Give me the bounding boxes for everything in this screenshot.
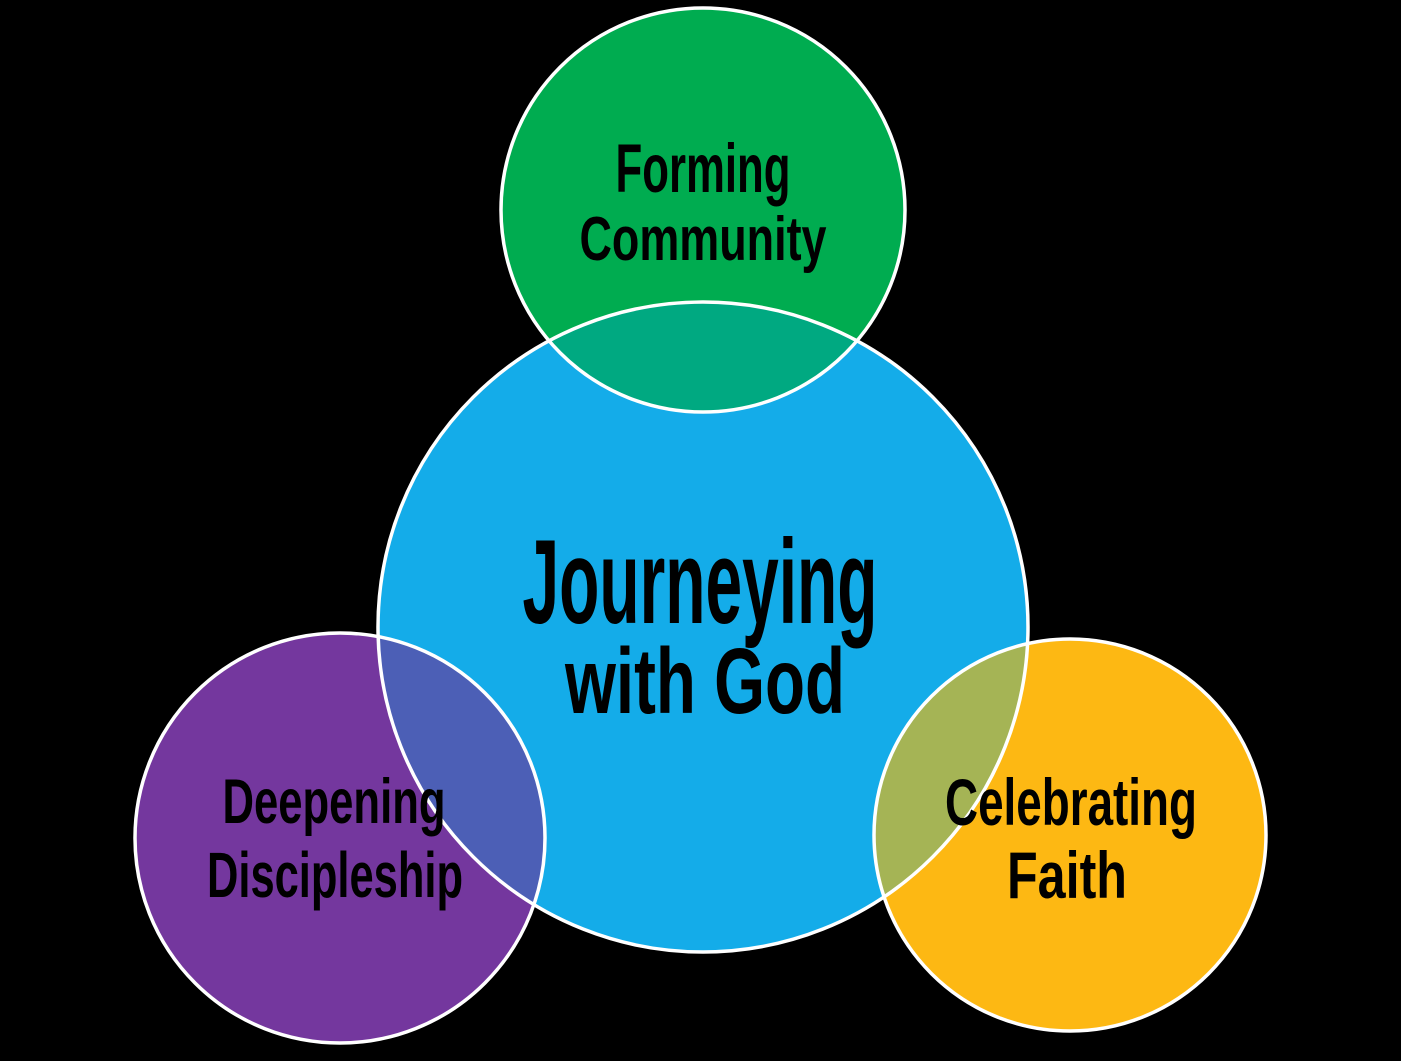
label-deepening-line1: Deepening (223, 767, 446, 837)
labels: Forming Community Journeying with God De… (207, 130, 1197, 912)
label-celebrating-line2: Faith (1007, 838, 1127, 912)
label-deepening-line2: Discipleship (207, 839, 463, 911)
outline-celebrating (872, 637, 1268, 1033)
circle-outlines (133, 6, 1268, 1045)
label-celebrating-line1: Celebrating (945, 765, 1197, 839)
outline-journeying (376, 300, 1030, 954)
outline-forming (499, 6, 907, 414)
label-forming-line2: Community (580, 205, 827, 274)
label-journeying-line2: with God (564, 629, 845, 733)
outline-deepening (133, 631, 547, 1045)
label-forming-line1: Forming (616, 130, 791, 207)
circle-forming-community (501, 8, 905, 412)
label-journeying-line1: Journeying (523, 515, 878, 649)
